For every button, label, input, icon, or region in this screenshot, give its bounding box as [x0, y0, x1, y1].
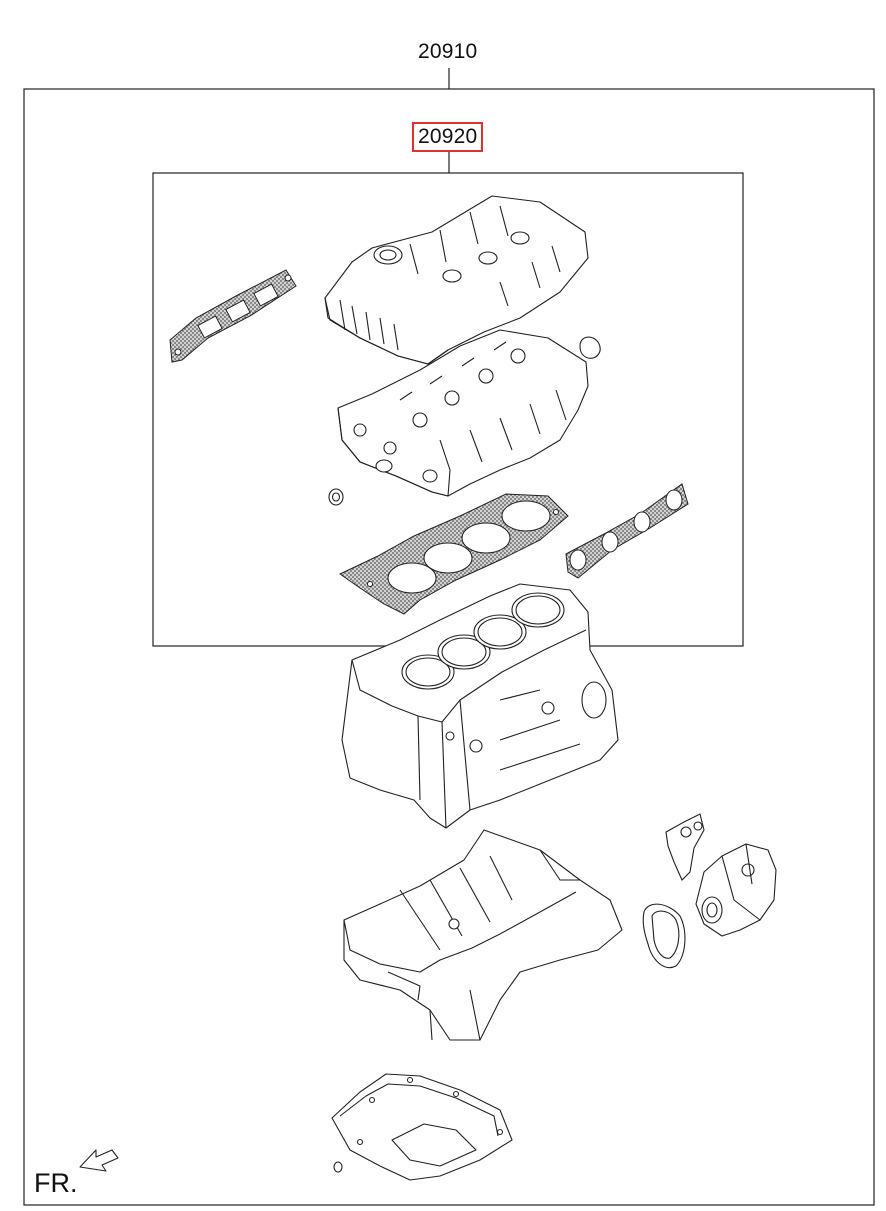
front-direction-arrow-icon	[79, 1149, 119, 1172]
part-number-outer[interactable]: 20910	[418, 40, 478, 63]
camshaft-seal	[328, 488, 344, 506]
water-pump	[695, 843, 777, 937]
thermostat-gasket	[665, 813, 705, 881]
cylinder-head-gasket	[339, 493, 569, 615]
oil-pan-upper	[343, 829, 623, 1041]
outer-assembly-frame	[23, 68, 875, 1206]
exhaust-manifold-gasket	[565, 483, 689, 579]
oil-pan-lower	[331, 1073, 513, 1181]
drain-plug-washer	[333, 1161, 343, 1173]
front-direction-label: FR.	[34, 1168, 78, 1198]
water-pump-gasket	[642, 903, 686, 968]
cylinder-head	[337, 329, 589, 497]
valve-cover	[324, 195, 589, 365]
cylinder-block	[341, 583, 619, 829]
part-number-inner-highlighted[interactable]: 20920	[412, 122, 484, 152]
cover-oring	[579, 336, 601, 359]
intake-manifold-gasket	[169, 269, 297, 363]
